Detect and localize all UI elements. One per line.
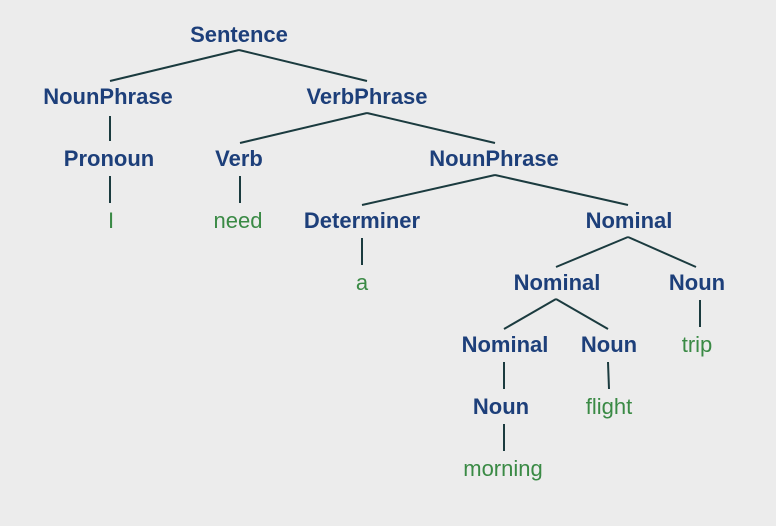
edge-verbphrase-verb — [239, 112, 368, 144]
node-verbphrase: VerbPhrase — [306, 84, 427, 109]
node-noun-flight: Noun — [581, 332, 637, 357]
node-sentence: Sentence — [190, 22, 288, 47]
word-morning: morning — [463, 456, 542, 481]
node-nominal: Nominal — [586, 208, 673, 233]
tree-edges — [109, 49, 701, 451]
edge-noun-flight — [607, 361, 610, 390]
node-nominal-2: Nominal — [514, 270, 601, 295]
node-pronoun: Pronoun — [64, 146, 154, 171]
word-a: a — [356, 270, 369, 295]
word-flight: flight — [586, 394, 632, 419]
node-nounphrase: NounPhrase — [43, 84, 173, 109]
edge-nominal-noun-inner — [555, 298, 609, 330]
edge-sentence-nounphrase — [109, 49, 240, 82]
node-nounphrase-2: NounPhrase — [429, 146, 559, 171]
edge-nominal-nominal-inner — [503, 298, 557, 330]
edge-nounphrase-nominal — [494, 174, 629, 206]
node-verb: Verb — [215, 146, 263, 171]
edge-verbphrase-nounphrase — [366, 112, 496, 144]
node-noun-morning: Noun — [473, 394, 529, 419]
edge-nominal-noun — [627, 236, 697, 268]
node-determiner: Determiner — [304, 208, 421, 233]
node-noun-trip: Noun — [669, 270, 725, 295]
tree-labels: Sentence NounPhrase VerbPhrase Pronoun I… — [43, 22, 725, 481]
word-i: I — [108, 208, 114, 233]
word-trip: trip — [682, 332, 713, 357]
edge-sentence-verbphrase — [238, 49, 368, 82]
node-nominal-3: Nominal — [462, 332, 549, 357]
edge-nominal-nominal — [555, 236, 629, 268]
word-need: need — [214, 208, 263, 233]
edge-nounphrase-determiner — [361, 174, 496, 206]
